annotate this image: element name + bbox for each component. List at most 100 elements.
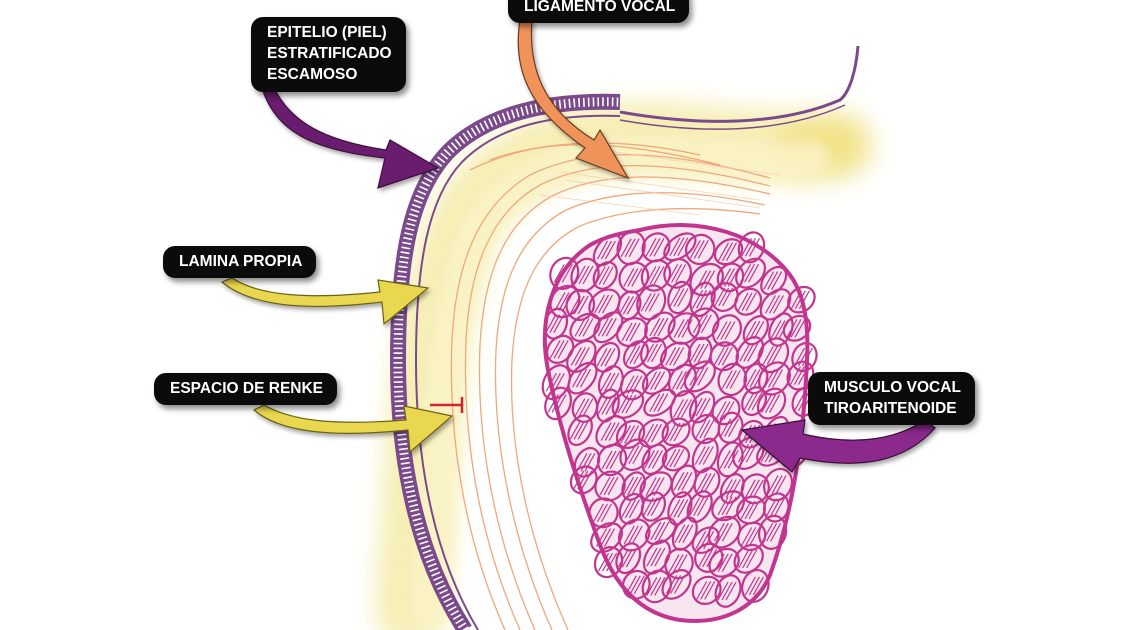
muscle-fiber-striation — [767, 271, 779, 290]
muscle-fiber-striation — [672, 399, 685, 418]
muscle-fiber-striation — [724, 321, 736, 340]
muscle-fiber-striation — [744, 238, 756, 257]
muscle-fiber-striation — [577, 295, 589, 315]
muscle-fiber-bundle — [711, 490, 745, 522]
muscle-fiber-striation — [689, 497, 701, 516]
muscle-fiber-striation — [574, 265, 586, 285]
muscle-fiber-striation — [669, 422, 681, 442]
ligament-hatching — [539, 149, 781, 216]
muscle-fiber-striation — [738, 549, 750, 569]
muscle-fiber-striation — [551, 394, 563, 413]
muscle-fiber-striation — [773, 498, 785, 517]
muscle-fiber-striation — [549, 314, 561, 333]
muscle-fiber-striation — [600, 528, 612, 547]
muscle-fiber-bundle — [735, 257, 767, 289]
muscle-fiber-striation — [549, 372, 561, 392]
muscle-fiber-striation — [572, 368, 584, 388]
muscle-fiber-striation — [766, 345, 778, 365]
arrow-epitelio — [261, 87, 440, 189]
muscle-fiber-striation — [666, 575, 678, 594]
muscle-fiber-striation — [581, 470, 593, 490]
muscle-fiber-striation — [549, 340, 561, 359]
muscle-fiber-striation — [640, 293, 652, 312]
muscle-fiber-striation — [650, 521, 662, 541]
muscle-fiber-striation — [724, 418, 736, 437]
vocalis-muscle — [541, 223, 818, 623]
muscle-fiber-bundle — [595, 415, 628, 449]
muscle-fiber-striation — [598, 552, 610, 572]
muscle-fiber-striation — [632, 445, 644, 464]
muscle-fiber-striation — [740, 238, 752, 257]
muscle-fiber-striation — [793, 392, 805, 412]
muscle-fiber-bundle — [594, 470, 626, 502]
muscle-fiber-striation — [618, 296, 630, 315]
muscle-fiber-bundle — [691, 437, 719, 474]
muscle-fiber-striation — [620, 238, 632, 258]
muscle-fiber-striation — [582, 318, 594, 337]
muscle-fiber-striation — [557, 264, 569, 283]
muscle-fiber-bundle — [756, 387, 787, 420]
muscle-fiber-striation — [605, 450, 617, 470]
muscle-fiber-striation — [623, 525, 635, 545]
muscle-fiber-striation — [748, 263, 760, 283]
muscle-fiber-striation — [646, 547, 658, 567]
muscle-fiber-striation — [624, 238, 636, 258]
muscle-fiber-striation — [770, 345, 782, 365]
muscle-fiber-striation — [622, 296, 634, 315]
muscle-fiber-striation — [649, 477, 661, 496]
muscle-fiber-striation — [643, 423, 655, 443]
muscle-fiber-striation — [669, 347, 681, 366]
muscle-fiber-striation — [608, 422, 620, 441]
muscle-fiber-striation — [717, 496, 729, 516]
muscle-fiber-striation — [767, 369, 780, 388]
muscle-fiber-striation — [553, 340, 565, 359]
muscle-fiber-striation — [721, 370, 733, 389]
muscle-fiber-striation — [693, 343, 705, 363]
muscle-fiber-striation — [682, 524, 694, 543]
muscle-fiber-bundle — [617, 290, 642, 321]
arrow-lamina-propia — [220, 277, 430, 326]
muscle-fiber-striation — [671, 370, 683, 390]
muscle-fiber-bundle — [640, 491, 667, 522]
muscle-fiber-striation — [677, 319, 689, 338]
muscle-fiber-striation — [669, 288, 681, 307]
muscle-fiber-striation — [749, 320, 761, 340]
muscle-fiber-striation — [721, 346, 733, 366]
muscle-fiber-striation — [681, 319, 693, 338]
muscle-fiber-bundle — [618, 492, 645, 525]
muscle-fiber-striation — [741, 443, 753, 463]
muscle-fiber-striation — [696, 314, 708, 334]
muscle-fiber-bundle — [595, 388, 620, 423]
muscle-fiber-striation — [600, 503, 612, 523]
muscle-fiber-striation — [673, 288, 685, 307]
muscle-fiber-striation — [657, 393, 669, 412]
muscle-fiber-striation — [600, 348, 612, 367]
muscle-fiber-bundle — [760, 265, 788, 296]
muscle-fiber-striation — [786, 318, 798, 338]
muscle-fiber-striation — [751, 391, 763, 411]
muscle-fiber-striation — [602, 266, 614, 285]
muscle-fiber-striation — [573, 295, 585, 315]
muscle-fiber-bundle — [661, 569, 692, 600]
muscle-fiber-striation — [547, 394, 559, 413]
muscle-fiber-striation — [665, 422, 677, 442]
muscle-fiber-striation — [651, 423, 663, 443]
muscle-fiber-striation — [721, 242, 734, 262]
muscle-fiber-striation — [763, 369, 776, 388]
vocal-ligament-lines — [450, 142, 771, 630]
muscle-fiber-striation — [631, 268, 643, 287]
muscle-fiber-striation — [555, 394, 567, 413]
muscle-fiber-bundle — [569, 465, 598, 495]
muscle-fiber-striation — [771, 475, 783, 494]
muscle-fiber-striation — [647, 423, 659, 443]
muscle-fiber-striation — [677, 471, 689, 491]
muscle-fiber-bundle — [544, 386, 573, 421]
muscle-fiber-striation — [698, 548, 710, 568]
label-epitelio: EPITELIO (PIEL) ESTRATIFICADO ESCAMOSO — [251, 17, 406, 92]
muscle-fiber-striation — [677, 499, 689, 518]
muscle-fiber-striation — [714, 287, 726, 307]
muscle-fiber-striation — [582, 265, 594, 285]
muscle-fiber-bundle — [691, 413, 721, 445]
muscle-fiber-striation — [743, 343, 755, 362]
muscle-fiber-striation — [620, 499, 632, 519]
